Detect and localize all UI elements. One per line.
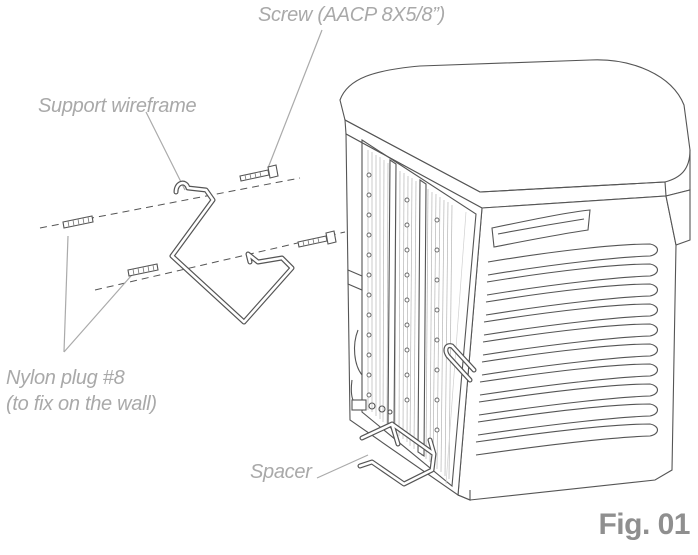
heat-pump-unit [339,59,691,501]
leader-lines [63,29,369,479]
coil-tube-ends [366,172,440,433]
support-wireframe [169,180,295,325]
nylon-plug-note: (to fix on the wall) [6,393,157,415]
spacer [357,421,437,487]
figure-label: Fig. 01 [598,508,690,541]
nylon-plug-lower [127,263,159,277]
nylon-plug-upper [62,215,94,229]
screw-label: Screw (AACP 8X5/8”) [258,4,445,26]
spacer-label: Spacer [250,461,312,483]
bottom-fittings [351,399,393,415]
support-wireframe-label: Support wireframe [38,95,197,117]
screw-upper [239,164,279,182]
screw-lower [297,230,337,248]
alignment-lines [39,177,346,291]
louvers [475,243,659,456]
nylon-plug-label: Nylon plug #8 [6,367,125,389]
